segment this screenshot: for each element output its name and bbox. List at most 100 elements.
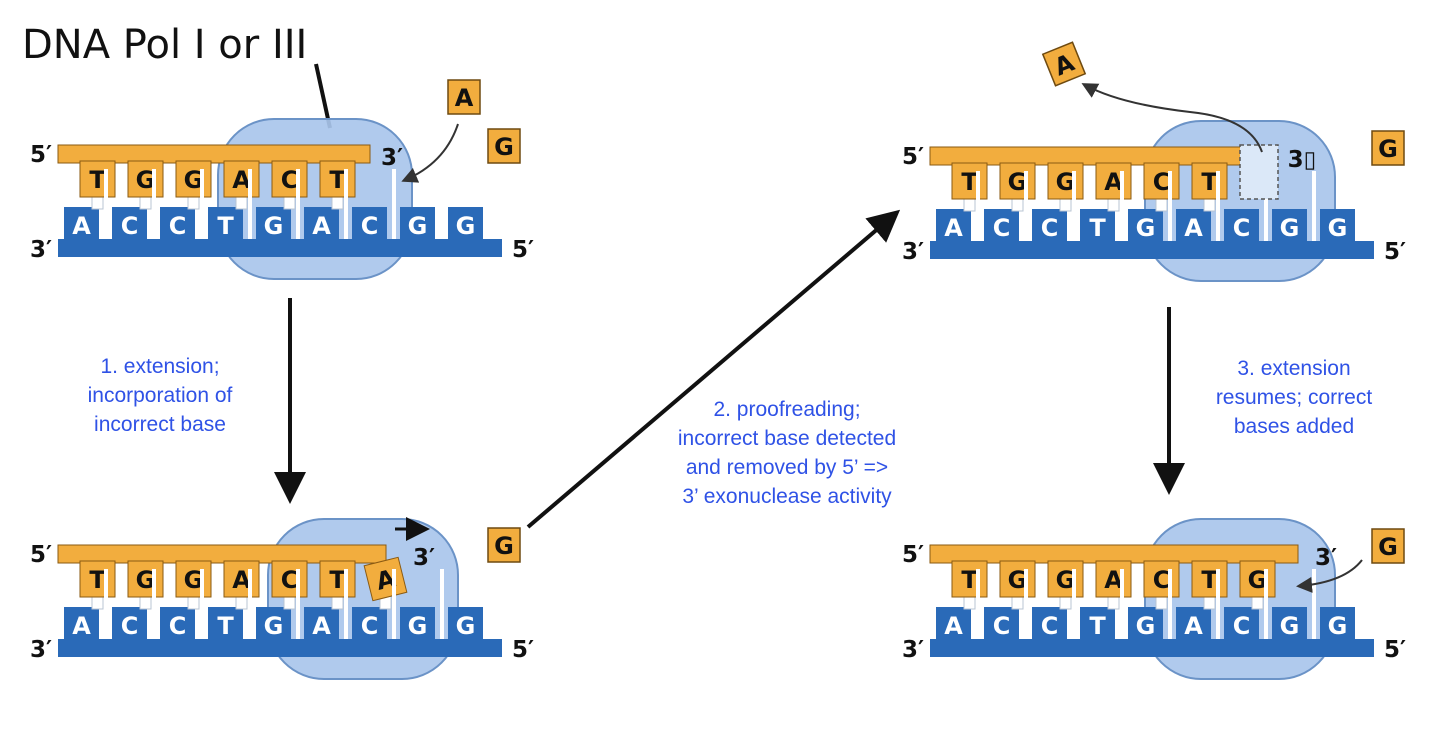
template-base-block: [1080, 607, 1115, 641]
template-base-label: T: [217, 212, 234, 240]
new-base: A: [1095, 560, 1132, 598]
new-base: C: [1143, 560, 1180, 598]
new-base-label: A: [232, 566, 251, 594]
new-base-label: T: [1201, 566, 1218, 594]
template-base-label: C: [169, 212, 187, 240]
strand-gap: [392, 169, 396, 239]
five-prime-label-top: 5′: [902, 542, 924, 568]
new-base-label: A: [232, 166, 251, 194]
strand-gap: [1024, 569, 1028, 639]
new-base-label: G: [184, 166, 204, 194]
strand-gap: [1312, 171, 1316, 241]
template-base-block: [1032, 209, 1067, 243]
strand-gap: [344, 569, 348, 639]
template-strand-backbone: [58, 639, 502, 657]
five-prime-label-bottom: 5′: [512, 237, 534, 263]
new-strand-backbone: [57, 544, 387, 564]
free-nucleotide-g: G: [1371, 528, 1405, 564]
new-base-label: T: [89, 166, 106, 194]
free-nucleotide-label: A: [455, 84, 474, 112]
template-base-label: G: [264, 212, 284, 240]
new-base-label: G: [136, 566, 156, 594]
new-base-label: G: [184, 566, 204, 594]
caption-line: 1. extension;: [100, 355, 219, 378]
strand-gap: [1312, 569, 1316, 639]
step-2-arrow: [526, 209, 901, 529]
template-base-label: A: [72, 212, 91, 240]
strand-gap: [248, 569, 252, 639]
new-base-block: [79, 560, 116, 598]
strand-gap: [1168, 569, 1172, 639]
strand-gap: [248, 169, 252, 239]
removed-base-site: [1239, 144, 1279, 200]
template-base-block: [208, 607, 243, 641]
template-base-label: A: [1184, 214, 1203, 242]
new-base-label: T: [329, 166, 346, 194]
template-base-block: [160, 607, 195, 641]
strand-gap: [152, 169, 156, 239]
new-base-label: A: [1104, 566, 1123, 594]
free-nucleotide-label: G: [1378, 135, 1398, 163]
template-base-label: T: [1089, 214, 1106, 242]
strand-gap: [296, 169, 300, 239]
three-prime-label-bottom: 3′: [30, 237, 52, 263]
template-base-block: [208, 207, 243, 241]
template-base-block: [1128, 607, 1163, 641]
template-base-block: [1224, 607, 1259, 641]
new-base: G: [1239, 560, 1276, 598]
template-base-block: [304, 607, 339, 641]
free-nucleotide-g: G: [487, 128, 521, 164]
template-base-label: G: [408, 612, 428, 640]
template-base-label: C: [169, 612, 187, 640]
template-base-block: [1032, 607, 1067, 641]
five-prime-label-top: 5′: [30, 142, 52, 168]
template-base-label: C: [121, 212, 139, 240]
template-base-label: C: [1233, 214, 1251, 242]
template-base-block: [256, 607, 291, 641]
free-nucleotide-box: [1371, 528, 1405, 564]
new-base-block: [127, 560, 164, 598]
strand-gap: [1216, 171, 1220, 241]
template-base-label: G: [1280, 612, 1300, 640]
new-base-block: [175, 160, 212, 198]
template-base-label: C: [121, 612, 139, 640]
template-base-label: C: [993, 214, 1011, 242]
template-base-block: [64, 607, 99, 641]
template-base-label: A: [1184, 612, 1203, 640]
new-base-block: [951, 560, 988, 598]
new-base-block: [223, 160, 260, 198]
five-prime-label-bottom: 5′: [1384, 637, 1406, 663]
new-base: A: [223, 560, 260, 598]
new-base-block: [319, 160, 356, 198]
template-base-block: [936, 607, 971, 641]
new-base: G: [999, 560, 1036, 598]
new-base-block: [1095, 162, 1132, 200]
template-base-label: A: [312, 212, 331, 240]
strand-gap: [1024, 171, 1028, 241]
template-base-label: C: [1041, 612, 1059, 640]
excision-arrow: [1081, 83, 1263, 153]
free-nucleotide-g: G: [1371, 130, 1405, 166]
incoming-base-arrow: [1296, 559, 1363, 593]
template-base-block: [64, 207, 99, 241]
template-base-label: C: [361, 212, 379, 240]
new-base-label: T: [329, 566, 346, 594]
new-base: T: [319, 160, 356, 198]
new-base-block: [999, 560, 1036, 598]
strand-gap: [1120, 171, 1124, 241]
template-base-label: C: [361, 612, 379, 640]
template-base-block: [448, 607, 483, 641]
template-base-label: T: [217, 612, 234, 640]
new-base-block: [999, 162, 1036, 200]
strand-gap: [1264, 171, 1268, 241]
template-base-block: [1080, 209, 1115, 243]
free-nucleotide-box: [1041, 41, 1087, 87]
title-leader-line: [314, 63, 332, 129]
template-strand-backbone: [930, 639, 1374, 657]
new-base-label: C: [281, 566, 299, 594]
strand-gap: [440, 169, 444, 239]
new-base: G: [127, 560, 164, 598]
strand-gap: [344, 169, 348, 239]
new-base-block: [1047, 560, 1084, 598]
